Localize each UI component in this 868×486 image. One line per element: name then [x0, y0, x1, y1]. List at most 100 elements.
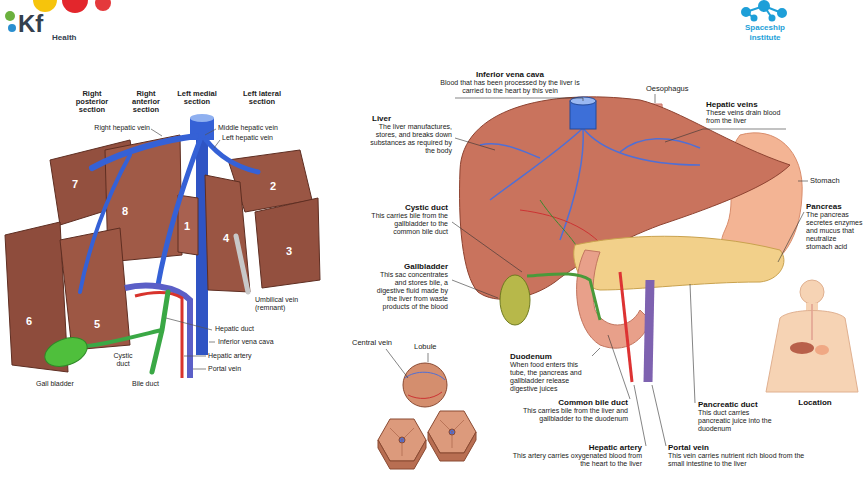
leader-line	[778, 212, 804, 262]
leader-line	[205, 129, 216, 135]
segment-number: 5	[90, 318, 104, 330]
leader-line	[665, 129, 703, 142]
leader-line	[690, 284, 695, 403]
callout-heading: Gallbladder	[372, 262, 448, 271]
callout-heading: Hepatic veins	[706, 100, 788, 109]
part-label: Stomach	[810, 176, 860, 185]
part-label: Central vein	[352, 338, 402, 347]
leader-line	[386, 94, 808, 446]
callout-text: The liver manufactures, stores, and brea…	[368, 123, 452, 155]
figure-caption: Location	[790, 398, 840, 407]
lobule-inset	[408, 392, 442, 398]
section-heading: Left medial section	[175, 90, 219, 106]
segment-number: 1	[180, 220, 194, 232]
bile-duct	[86, 292, 168, 372]
pancreas	[574, 236, 784, 290]
leader-line	[193, 369, 206, 370]
part-label: Hepatic artery	[208, 352, 283, 360]
part-label: Left hepatic vein	[222, 134, 302, 142]
leader-line	[655, 94, 656, 103]
hepatic-vein	[80, 136, 258, 292]
spaceship-logo	[770, 16, 775, 21]
hepatic-vein	[206, 140, 258, 172]
callout-heading: Cystic duct	[370, 203, 448, 212]
callout-text: This artery carries oxygenated blood fro…	[510, 452, 642, 468]
callout-heading: Common bile duct	[520, 398, 628, 407]
part-label: Right hepatic vein	[73, 124, 150, 132]
leader-line	[151, 129, 220, 369]
lobule-inset	[378, 363, 476, 469]
callout-heading: Pancreatic duct	[698, 400, 783, 409]
segment-number: 3	[282, 245, 296, 257]
liver-segment	[178, 195, 198, 255]
liver-segment	[255, 198, 320, 288]
spaceship-logo	[778, 9, 786, 17]
hepatic-vein	[80, 155, 130, 292]
location-figure	[790, 342, 814, 354]
liver-segment	[205, 175, 250, 292]
part-label: Gall bladder	[36, 380, 96, 388]
callout-text: This duct carries pancreatic juice into …	[698, 409, 783, 433]
leader-line	[703, 129, 786, 130]
callout-text: These veins drain blood from the liver	[706, 109, 788, 125]
leader-line	[634, 385, 646, 446]
segment-number: 4	[219, 232, 233, 244]
common-bile-duct	[527, 274, 600, 320]
leader-line	[452, 280, 498, 298]
logo-text: institute	[730, 33, 800, 43]
hepatic-vein	[92, 136, 196, 168]
location-figure	[766, 280, 858, 392]
callout-text: Blood that has been processed by the liv…	[440, 79, 580, 95]
hepatic-artery	[620, 272, 632, 382]
part-label: Middle hepatic vein	[218, 124, 298, 132]
kf-logo	[5, 11, 15, 21]
kf-logo	[33, 0, 57, 12]
gallbladder	[500, 275, 530, 325]
part-label: Portal vein	[208, 365, 268, 373]
bile-duct	[86, 330, 162, 346]
lobule-inset	[405, 372, 445, 380]
spaceship-logo	[759, 1, 769, 11]
leader-line	[583, 98, 584, 101]
leader-line	[798, 181, 808, 182]
callout-text: When food enters this tube, the pancreas…	[510, 361, 590, 393]
callout-heading: Inferior vena cava	[450, 70, 570, 79]
liver-vessels	[480, 144, 540, 158]
section-heading: Right posterior section	[70, 90, 114, 114]
location-figure	[815, 345, 829, 355]
logo-text: Spaceship	[730, 23, 800, 33]
liver-vessels	[620, 139, 700, 152]
callout-heading: Hepatic artery	[510, 443, 642, 452]
leader-line	[151, 129, 162, 136]
part-label: Umbilical vein (remnant)	[255, 296, 315, 312]
leader-line	[209, 342, 215, 343]
part-label: Hepatic duct	[215, 325, 290, 333]
section-heading: Left lateral section	[240, 90, 284, 106]
gall-bladder	[41, 332, 91, 371]
callout-text: This carries bile from the liver and gal…	[520, 407, 628, 423]
location-figure	[800, 280, 824, 304]
leader-line	[386, 349, 408, 378]
leader-line	[428, 353, 429, 362]
liver-vessels	[490, 128, 583, 200]
callout-heading: Portal vein	[668, 443, 808, 452]
callout-text: The pancreas secretes enzymes and mucus …	[806, 211, 864, 251]
kf-logo	[62, 0, 88, 13]
liver-segment	[60, 228, 130, 350]
callout-text: This vein carries nutrient rich blood fr…	[668, 452, 808, 468]
callout-text: This sac concentrates and stores bile, a…	[372, 271, 448, 311]
leader-line	[214, 140, 220, 148]
umbilical-vein	[236, 236, 248, 292]
spaceship-logo	[742, 1, 786, 21]
logo-text: Kf	[18, 12, 58, 36]
leader-line	[184, 356, 206, 357]
lobule-inset	[403, 363, 447, 407]
spaceship-logo	[742, 8, 750, 16]
callout-heading: Pancreas	[806, 202, 864, 211]
part-label: Cystic duct	[108, 352, 138, 368]
kf-logo	[8, 24, 16, 32]
part-label: Oesophagus	[646, 84, 706, 93]
location-figure	[811, 304, 813, 340]
leader-line	[455, 138, 495, 150]
